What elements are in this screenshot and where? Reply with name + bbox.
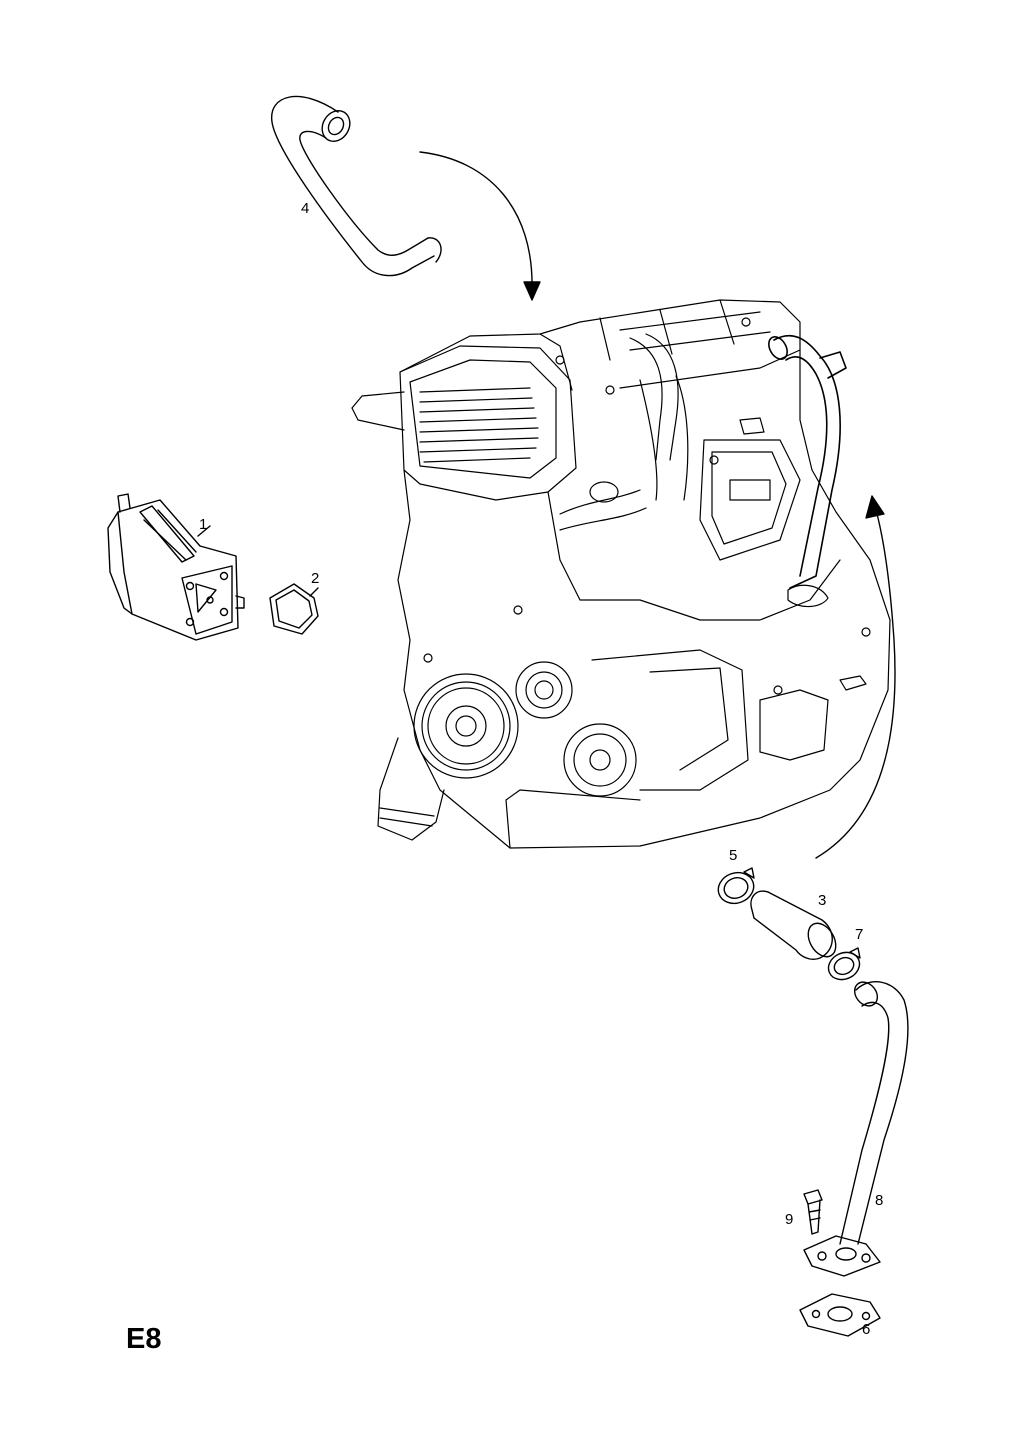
callout-2: 2 (311, 570, 320, 587)
upper-hose-part-4 (271, 95, 442, 277)
housing-part-1 (107, 493, 245, 641)
arrow-hose-to-engine (419, 151, 541, 301)
page-code-label: E8 (126, 1323, 162, 1355)
gasket-part-6 (799, 1293, 881, 1337)
gasket-part-2 (269, 583, 319, 635)
pipe-part-8 (803, 981, 909, 1277)
callout-6: 6 (862, 1321, 871, 1338)
callout-5: 5 (729, 847, 738, 864)
callout-1: 1 (199, 516, 208, 533)
bolt-part-9 (803, 1189, 823, 1235)
callout-9: 9 (785, 1211, 794, 1228)
callout-4: 4 (301, 200, 310, 217)
arrow-parts-to-engine (815, 495, 896, 859)
engine-return-hose (768, 334, 847, 589)
callout-8: 8 (875, 1192, 884, 1209)
engine-assembly (351, 299, 891, 849)
clamp-part-7 (827, 947, 861, 981)
short-hose-part-3 (750, 890, 837, 960)
callout-3: 3 (818, 892, 827, 909)
callout-7: 7 (855, 926, 864, 943)
clamp-part-5 (717, 867, 755, 905)
